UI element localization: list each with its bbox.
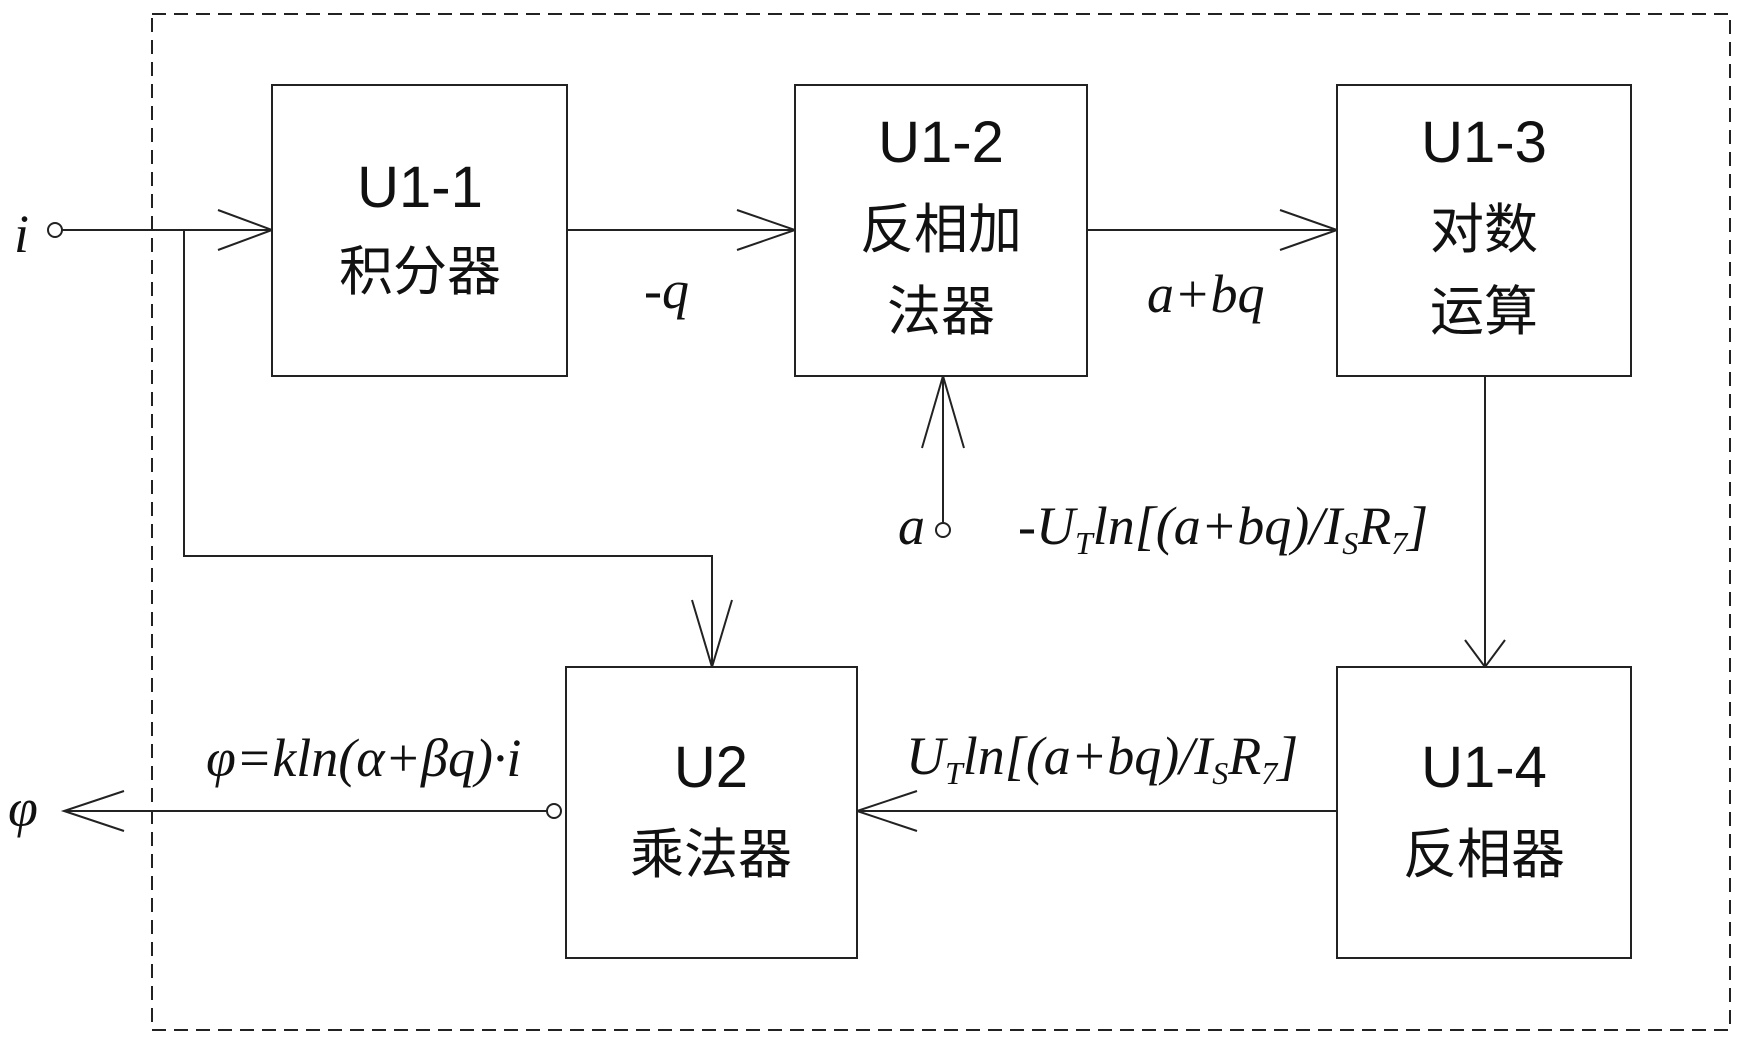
block-u1-3-label-line2: 运算 [1430,280,1538,343]
block-u1-2-label-line1: 反相加 [860,198,1022,261]
block-u1-1-frame [272,85,567,376]
label-a-plus-bq: a+bq [1147,264,1264,324]
label-input-i: i [14,204,29,264]
block-u1-3-title: U1-3 [1421,110,1547,175]
label-phi-formula: φ=kln(α+βq)·i [206,728,521,788]
block-u2-title: U2 [674,735,748,800]
block-u1-1-label: 积分器 [339,240,501,303]
block-u1-1: U1-1 积分器 [272,85,567,376]
block-u1-4-label: 反相器 [1403,823,1565,886]
block-u1-4: U1-4 反相器 [1337,667,1631,958]
label-input-a: a [898,496,925,556]
block-u1-4-title: U1-4 [1421,735,1547,800]
block-u2: U2 乘法器 [566,667,857,958]
label-log-output: -UTln[(a+bq)/ISR7] [1018,496,1428,561]
label-neg-q: -q [644,260,689,320]
terminal-input-a [936,523,950,537]
block-u2-frame [566,667,857,958]
block-u1-2: U1-2 反相加 法器 [795,85,1087,376]
block-u1-4-frame [1337,667,1631,958]
block-u1-2-title: U1-2 [878,110,1004,175]
label-inverter-output: UTln[(a+bq)/ISR7] [906,726,1298,791]
block-u1-3-label-line1: 对数 [1430,198,1538,261]
block-u1-2-label-line2: 法器 [887,280,995,343]
block-u1-3: U1-3 对数 运算 [1337,85,1631,376]
block-u2-label: 乘法器 [630,823,792,886]
label-output-phi: φ [8,778,38,838]
terminal-input-i [48,223,62,237]
block-u1-1-title: U1-1 [357,155,483,220]
terminal-output-u2 [547,804,561,818]
